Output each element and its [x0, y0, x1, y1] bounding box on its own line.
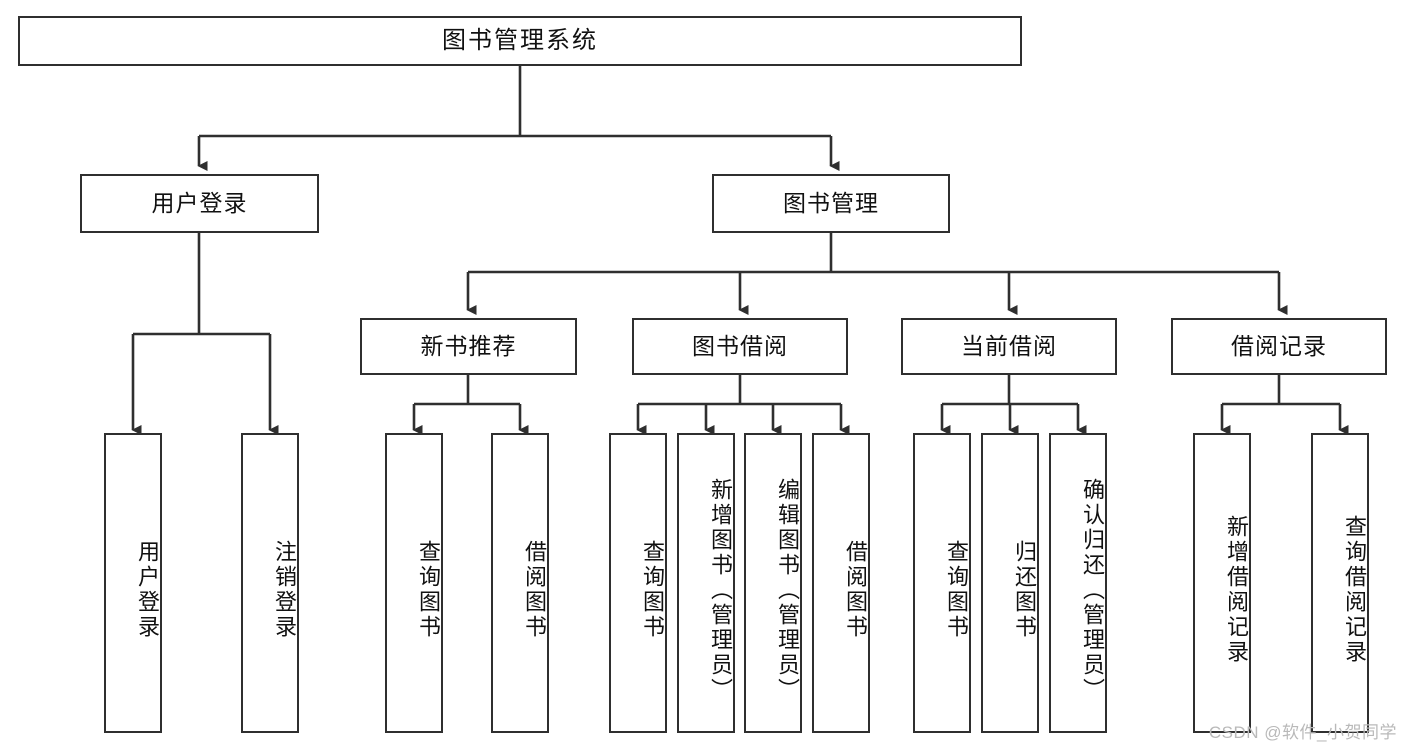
node-label: 新书推荐: [420, 332, 517, 359]
node-user-login[interactable]: 用户登录: [80, 174, 319, 233]
leaf-new-book-query-book[interactable]: 查询图书: [385, 433, 443, 733]
node-label: 借阅图书: [522, 540, 547, 640]
node-label: 查询图书: [416, 540, 441, 640]
leaf-book-borrow-edit-book-admin[interactable]: 编辑图书（管理员）: [744, 433, 802, 733]
node-label: 注销登录: [272, 540, 297, 640]
node-label: 用户登录: [151, 189, 248, 216]
node-label: 归还图书: [1012, 540, 1037, 640]
node-root-book-management-system[interactable]: 图书管理系统: [18, 16, 1022, 66]
node-label: 图书管理系统: [442, 26, 598, 54]
leaf-current-borrow-confirm-return-admin[interactable]: 确认归还（管理员）: [1049, 433, 1107, 733]
node-label: 用户登录: [135, 540, 160, 640]
node-book-borrow[interactable]: 图书借阅: [632, 318, 848, 375]
leaf-book-borrow-add-book-admin[interactable]: 新增图书（管理员）: [677, 433, 735, 733]
leaf-user-login-logout[interactable]: 注销登录: [241, 433, 299, 733]
leaf-book-borrow-query-book[interactable]: 查询图书: [609, 433, 667, 733]
node-label: 查询图书: [640, 540, 665, 640]
leaf-current-borrow-query-book[interactable]: 查询图书: [913, 433, 971, 733]
node-label: 新增图书（管理员）: [708, 477, 733, 703]
node-book-management[interactable]: 图书管理: [712, 174, 950, 233]
node-label: 图书管理: [783, 189, 879, 216]
node-label: 查询借阅记录: [1342, 515, 1367, 665]
node-label: 新增借阅记录: [1224, 515, 1249, 665]
node-new-book-recommend[interactable]: 新书推荐: [360, 318, 577, 375]
leaf-new-book-borrow-book[interactable]: 借阅图书: [491, 433, 549, 733]
node-label: 查询图书: [944, 540, 969, 640]
node-label: 借阅图书: [843, 540, 868, 640]
node-label: 编辑图书（管理员）: [775, 477, 800, 703]
leaf-current-borrow-return-book[interactable]: 归还图书: [981, 433, 1039, 733]
leaf-borrow-record-query-record[interactable]: 查询借阅记录: [1311, 433, 1369, 733]
csdn-watermark: CSDN @软件_小贺同学: [1208, 723, 1397, 742]
leaf-borrow-record-add-record[interactable]: 新增借阅记录: [1193, 433, 1251, 733]
node-label: 确认归还（管理员）: [1080, 477, 1105, 703]
leaf-book-borrow-borrow-book[interactable]: 借阅图书: [812, 433, 870, 733]
node-current-borrow[interactable]: 当前借阅: [901, 318, 1117, 375]
node-label: 图书借阅: [692, 332, 788, 359]
leaf-user-login-login[interactable]: 用户登录: [104, 433, 162, 733]
node-borrow-record[interactable]: 借阅记录: [1171, 318, 1387, 375]
node-label: 借阅记录: [1231, 332, 1327, 359]
node-label: 当前借阅: [961, 332, 1057, 359]
